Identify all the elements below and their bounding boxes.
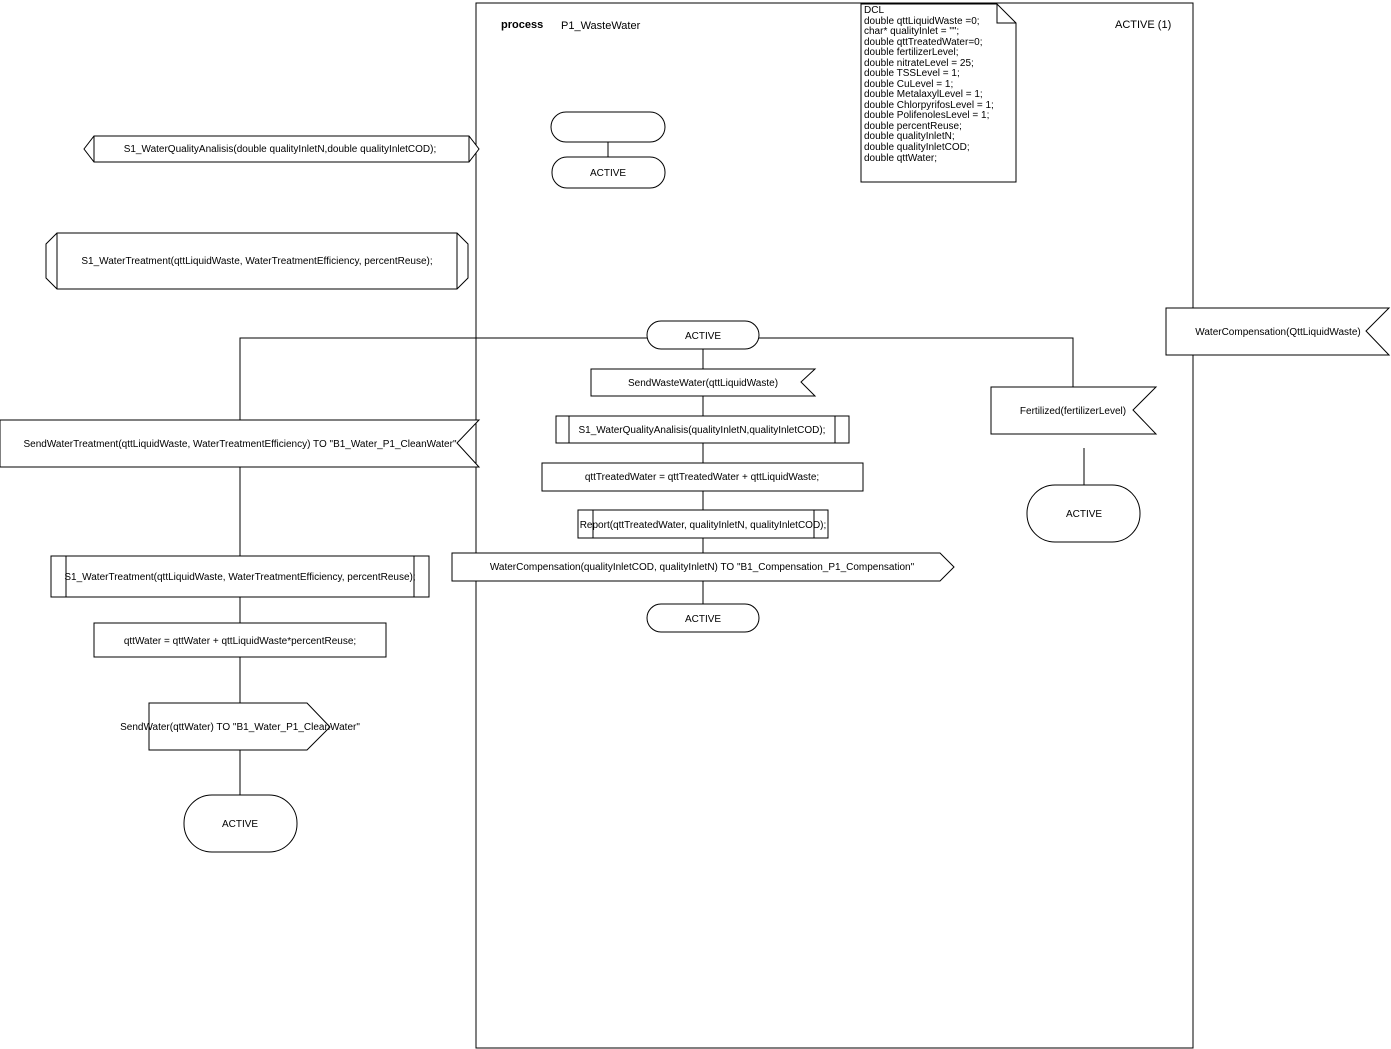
dcl-line: DCL — [864, 5, 884, 16]
dcl-line: double qualityInletCOD; — [864, 142, 970, 153]
signal-water-compensation[interactable]: WaterCompensation(QttLiquidWaste) — [1165, 307, 1391, 356]
call-report-label: Report(qttTreatedWater, qualityInletN, q… — [580, 520, 827, 531]
call-quality-analysis[interactable]: S1_WaterQualityAnalisis(qualityInletN,qu… — [555, 415, 850, 444]
output-water-compensation-label: WaterCompensation(qualityInletCOD, quali… — [490, 562, 915, 573]
signal-water-compensation-label: WaterCompensation(QttLiquidWaste) — [1195, 327, 1360, 338]
call-water-treatment[interactable]: S1_WaterTreatment(qttLiquidWaste, WaterT… — [50, 555, 430, 598]
dcl-line: double TSSLevel = 1; — [864, 68, 960, 79]
procedure-decl-treatment[interactable]: S1_WaterTreatment(qttLiquidWaste, WaterT… — [45, 232, 469, 290]
dcl-line: double qualityInletN; — [864, 131, 955, 142]
input-send-water-treatment[interactable]: SendWaterTreatment(qttLiquidWaste, Water… — [0, 419, 481, 468]
dcl-line: double nitrateLevel = 25; — [864, 58, 974, 69]
dcl-line: double qttLiquidWaste =0; — [864, 16, 980, 27]
dcl-line: double percentReuse; — [864, 121, 962, 132]
dcl-text: DCL double qttLiquidWaste =0; char* qual… — [864, 5, 997, 164]
start-symbol[interactable] — [550, 111, 666, 143]
dcl-line: double MetalaxylLevel = 1; — [864, 89, 983, 100]
process-frame — [475, 2, 1194, 1049]
connectors — [239, 142, 1085, 795]
dcl-line: double fertilizerLevel; — [864, 47, 959, 58]
task-treated-water[interactable]: qttTreatedWater = qttTreatedWater + qttL… — [541, 462, 864, 492]
dcl-line: double ChlorpyrifosLevel = 1; — [864, 100, 994, 111]
input-send-waste-water-label: SendWasteWater(qttLiquidWaste) — [628, 378, 778, 389]
dcl-line: char* qualityInlet = ""; — [864, 26, 959, 37]
nextstate-active-main[interactable]: ACTIVE — [646, 603, 760, 633]
call-water-treatment-label: S1_WaterTreatment(qttLiquidWaste, WaterT… — [64, 572, 415, 583]
nextstate-active-main-label: ACTIVE — [685, 614, 721, 625]
task-qtt-water[interactable]: qttWater = qttWater + qttLiquidWaste*per… — [93, 622, 387, 658]
input-fertilized[interactable]: Fertilized(fertilizerLevel) — [990, 386, 1158, 435]
task-qtt-water-label: qttWater = qttWater + qttLiquidWaste*per… — [124, 636, 356, 647]
dcl-line: double PolifenolesLevel = 1; — [864, 110, 989, 121]
process-name: P1_WasteWater — [561, 20, 641, 32]
dcl-line: double CuLevel = 1; — [864, 79, 953, 90]
output-water-compensation[interactable]: WaterCompensation(qualityInletCOD, quali… — [451, 552, 955, 582]
call-quality-analysis-label: S1_WaterQualityAnalisis(qualityInletN,qu… — [579, 425, 826, 436]
dcl-line: double qttWater; — [864, 153, 937, 164]
dcl-note: DCL double qttLiquidWaste =0; char* qual… — [860, 3, 1017, 183]
state-active[interactable]: ACTIVE — [646, 320, 760, 350]
input-send-waste-water[interactable]: SendWasteWater(qttLiquidWaste) — [590, 368, 817, 397]
input-fertilized-label: Fertilized(fertilizerLevel) — [1020, 406, 1126, 417]
nextstate-active-left[interactable]: ACTIVE — [183, 794, 298, 853]
output-send-water-label: SendWater(qttWater) TO "B1_Water_P1_Clea… — [120, 722, 360, 733]
nextstate-active-right-label: ACTIVE — [1066, 509, 1102, 520]
nextstate-active-left-label: ACTIVE — [222, 819, 258, 830]
process-keyword: process — [501, 19, 543, 31]
call-report[interactable]: Report(qttTreatedWater, qualityInletN, q… — [577, 509, 829, 539]
procedure-decl-treatment-label: S1_WaterTreatment(qttLiquidWaste, WaterT… — [81, 256, 432, 267]
page-label: ACTIVE (1) — [1115, 19, 1171, 31]
start-state[interactable]: ACTIVE — [551, 156, 666, 189]
task-treated-water-label: qttTreatedWater = qttTreatedWater + qttL… — [585, 472, 819, 483]
nextstate-active-right[interactable]: ACTIVE — [1026, 484, 1141, 543]
dcl-line: double qttTreatedWater=0; — [864, 37, 983, 48]
output-send-water[interactable]: SendWater(qttWater) TO "B1_Water_P1_Clea… — [120, 702, 360, 751]
state-active-label: ACTIVE — [685, 331, 721, 342]
start-state-label: ACTIVE — [590, 168, 626, 179]
procedure-decl-quality-label: S1_WaterQualityAnalisis(double qualityIn… — [124, 144, 437, 155]
procedure-decl-quality[interactable]: S1_WaterQualityAnalisis(double qualityIn… — [83, 135, 480, 163]
input-send-water-treatment-label: SendWaterTreatment(qttLiquidWaste, Water… — [23, 439, 456, 450]
